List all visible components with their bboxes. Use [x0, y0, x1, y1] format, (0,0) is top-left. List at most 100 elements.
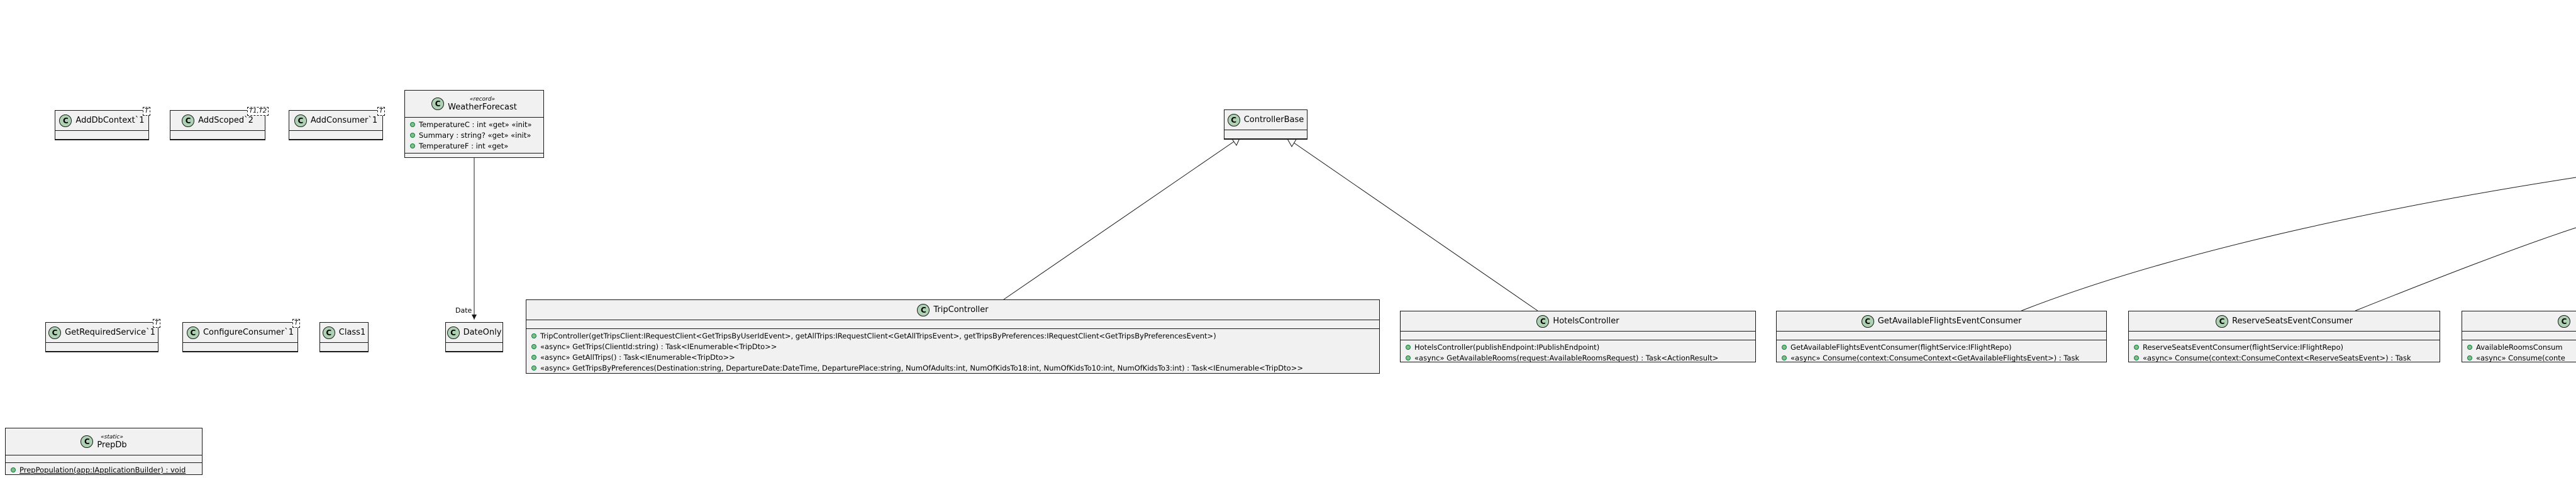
public-visibility-icon — [11, 467, 16, 472]
methods-section — [1224, 138, 1307, 147]
class-controller-base[interactable]: C ControllerBase — [1224, 109, 1307, 140]
public-visibility-icon — [410, 143, 415, 148]
class-stereotype: «static» — [101, 433, 123, 440]
class-weather-forecast[interactable]: C «record» WeatherForecast TemperatureC … — [404, 90, 544, 158]
class-type-icon: C — [294, 114, 307, 127]
method-row: «async» Consume(conte — [2462, 352, 2576, 362]
class-header: C AddConsumer`1 — [289, 111, 382, 130]
methods-section: HotelsController(publishEndpoint:IPublis… — [1401, 340, 1755, 365]
method-row: «async» GetAllTrips() : Task<IEnumerable… — [526, 352, 1379, 362]
methods-section — [170, 139, 265, 148]
class-add-db-context[interactable]: C AddDbContext`1 T — [55, 107, 151, 140]
class-available-rooms-consumer-partial[interactable]: C AvailableRoomsConsum «async» Consume(c… — [2462, 311, 2576, 362]
field-row: TemperatureF : int «get» — [405, 140, 543, 151]
fields-section — [289, 130, 382, 139]
class-type-icon: C — [917, 303, 930, 316]
fields-section — [6, 455, 202, 462]
class-prep-db[interactable]: C «static» PrepDb PrepPopulation(app:IAp… — [5, 428, 203, 475]
type-parameter: T — [143, 107, 151, 116]
class-header: C Class1 — [320, 323, 368, 342]
field-row: TemperatureC : int «get» «init» — [405, 119, 543, 130]
public-visibility-icon — [1782, 344, 1787, 350]
class-name: ConfigureConsumer`1 — [203, 328, 294, 337]
type-parameter: T — [292, 319, 301, 328]
class-type-icon: C — [186, 326, 199, 339]
field-text: Summary : string? «get» «init» — [419, 131, 531, 140]
class-class1[interactable]: C Class1 — [319, 322, 369, 352]
class-add-consumer[interactable]: C AddConsumer`1 T — [289, 107, 386, 140]
class-hotels-controller[interactable]: C HotelsController HotelsController(publ… — [1400, 311, 1756, 362]
fields-section: TemperatureC : int «get» «init» Summary … — [405, 117, 543, 153]
method-text: «async» GetTripsByPreferences(Destinatio… — [540, 364, 1303, 372]
fields-section — [2462, 331, 2576, 340]
public-visibility-icon — [531, 354, 536, 360]
methods-section: PrepPopulation(app:IApplicationBuilder) … — [6, 462, 202, 477]
method-row: «async» GetTrips(ClientId:string) : Task… — [526, 341, 1379, 352]
method-text: TripController(getTripsClient:IRequestCl… — [540, 332, 1216, 340]
class-add-scoped[interactable]: C AddScoped`2 T1,T2 — [170, 107, 269, 140]
class-header: C AddDbContext`1 — [55, 111, 148, 130]
method-row: TripController(getTripsClient:IRequestCl… — [526, 330, 1379, 341]
class-stereotype: «record» — [469, 96, 496, 103]
class-get-required-service[interactable]: C GetRequiredService`1 T — [45, 319, 161, 352]
public-visibility-icon — [2134, 344, 2139, 350]
class-type-icon: C — [80, 435, 94, 448]
class-type-icon: C — [1861, 315, 1874, 328]
methods-section: TripController(getTripsClient:IRequestCl… — [526, 328, 1379, 375]
class-name: AddConsumer`1 — [310, 116, 378, 125]
methods-section — [183, 351, 297, 360]
method-text: «async» Consume(context:ConsumeContext<G… — [1790, 354, 2080, 362]
class-header: C AddScoped`2 — [170, 111, 265, 130]
type-parameter: T — [377, 107, 386, 116]
fields-section — [1224, 130, 1307, 138]
method-row: «async» Consume(context:ConsumeContext<R… — [2129, 352, 2440, 363]
public-visibility-icon — [2467, 355, 2472, 360]
public-visibility-icon — [1782, 355, 1787, 360]
class-name: HotelsController — [1553, 316, 1619, 326]
method-row: PrepPopulation(app:IApplicationBuilder) … — [6, 464, 202, 475]
class-header: C ControllerBase — [1224, 110, 1307, 130]
fields-section — [1777, 331, 2106, 340]
methods-section — [320, 351, 368, 360]
public-visibility-icon — [2467, 344, 2472, 350]
class-trip-controller[interactable]: C TripController TripController(getTrips… — [526, 299, 1380, 374]
type-parameter: T1,T2 — [247, 107, 269, 116]
class-reserve-seats-consumer[interactable]: C ReserveSeatsEventConsumer ReserveSeats… — [2128, 311, 2440, 362]
inheritance-hotelscontroller-controllerbase — [1291, 140, 1538, 311]
fields-section — [183, 342, 297, 351]
class-type-icon: C — [182, 114, 195, 127]
fields-section — [170, 130, 265, 139]
public-visibility-icon — [1406, 344, 1411, 350]
class-date-only[interactable]: C DateOnly — [445, 322, 503, 352]
method-row: HotelsController(publishEndpoint:IPublis… — [1401, 342, 1755, 352]
class-type-icon: C — [2216, 315, 2229, 328]
method-row: ReserveSeatsEventConsumer(flightService:… — [2129, 342, 2440, 352]
fields-section — [46, 342, 158, 351]
public-visibility-icon — [410, 132, 415, 138]
class-name: TripController — [933, 305, 989, 315]
method-row: GetAvailableFlightsEventConsumer(flightS… — [1777, 342, 2106, 352]
methods-section: AvailableRoomsConsum «async» Consume(con… — [2462, 340, 2576, 362]
method-row: «async» GetTripsByPreferences(Destinatio… — [526, 362, 1379, 373]
method-row: «async» Consume(context:ConsumeContext<G… — [1777, 352, 2106, 363]
method-text: «async» GetAvailableRooms(request:Availa… — [1414, 354, 1719, 362]
methods-section — [55, 139, 148, 148]
public-visibility-icon — [531, 365, 536, 371]
inheritance-reserveseats-offscreen — [2355, 227, 2576, 311]
method-text: PrepPopulation(app:IApplicationBuilder) … — [19, 466, 186, 474]
class-get-available-flights-consumer[interactable]: C GetAvailableFlightsEventConsumer GetAv… — [1776, 311, 2107, 362]
field-row: Summary : string? «get» «init» — [405, 130, 543, 140]
methods-section — [46, 351, 158, 360]
methods-section: GetAvailableFlightsEventConsumer(flightS… — [1777, 340, 2106, 365]
method-text: «async» GetTrips(ClientId:string) : Task… — [540, 342, 777, 351]
class-name: GetAvailableFlightsEventConsumer — [1877, 316, 2022, 326]
class-name: GetRequiredService`1 — [65, 328, 155, 337]
class-configure-consumer[interactable]: C ConfigureConsumer`1 T — [182, 319, 301, 352]
inheritance-getavailableflights-offscreen — [2021, 177, 2576, 311]
class-header: C TripController — [526, 300, 1379, 320]
class-type-icon: C — [447, 326, 460, 339]
class-name: PrepDb — [97, 440, 127, 450]
field-text: TemperatureC : int «get» «init» — [419, 120, 532, 129]
methods-section — [405, 153, 543, 162]
